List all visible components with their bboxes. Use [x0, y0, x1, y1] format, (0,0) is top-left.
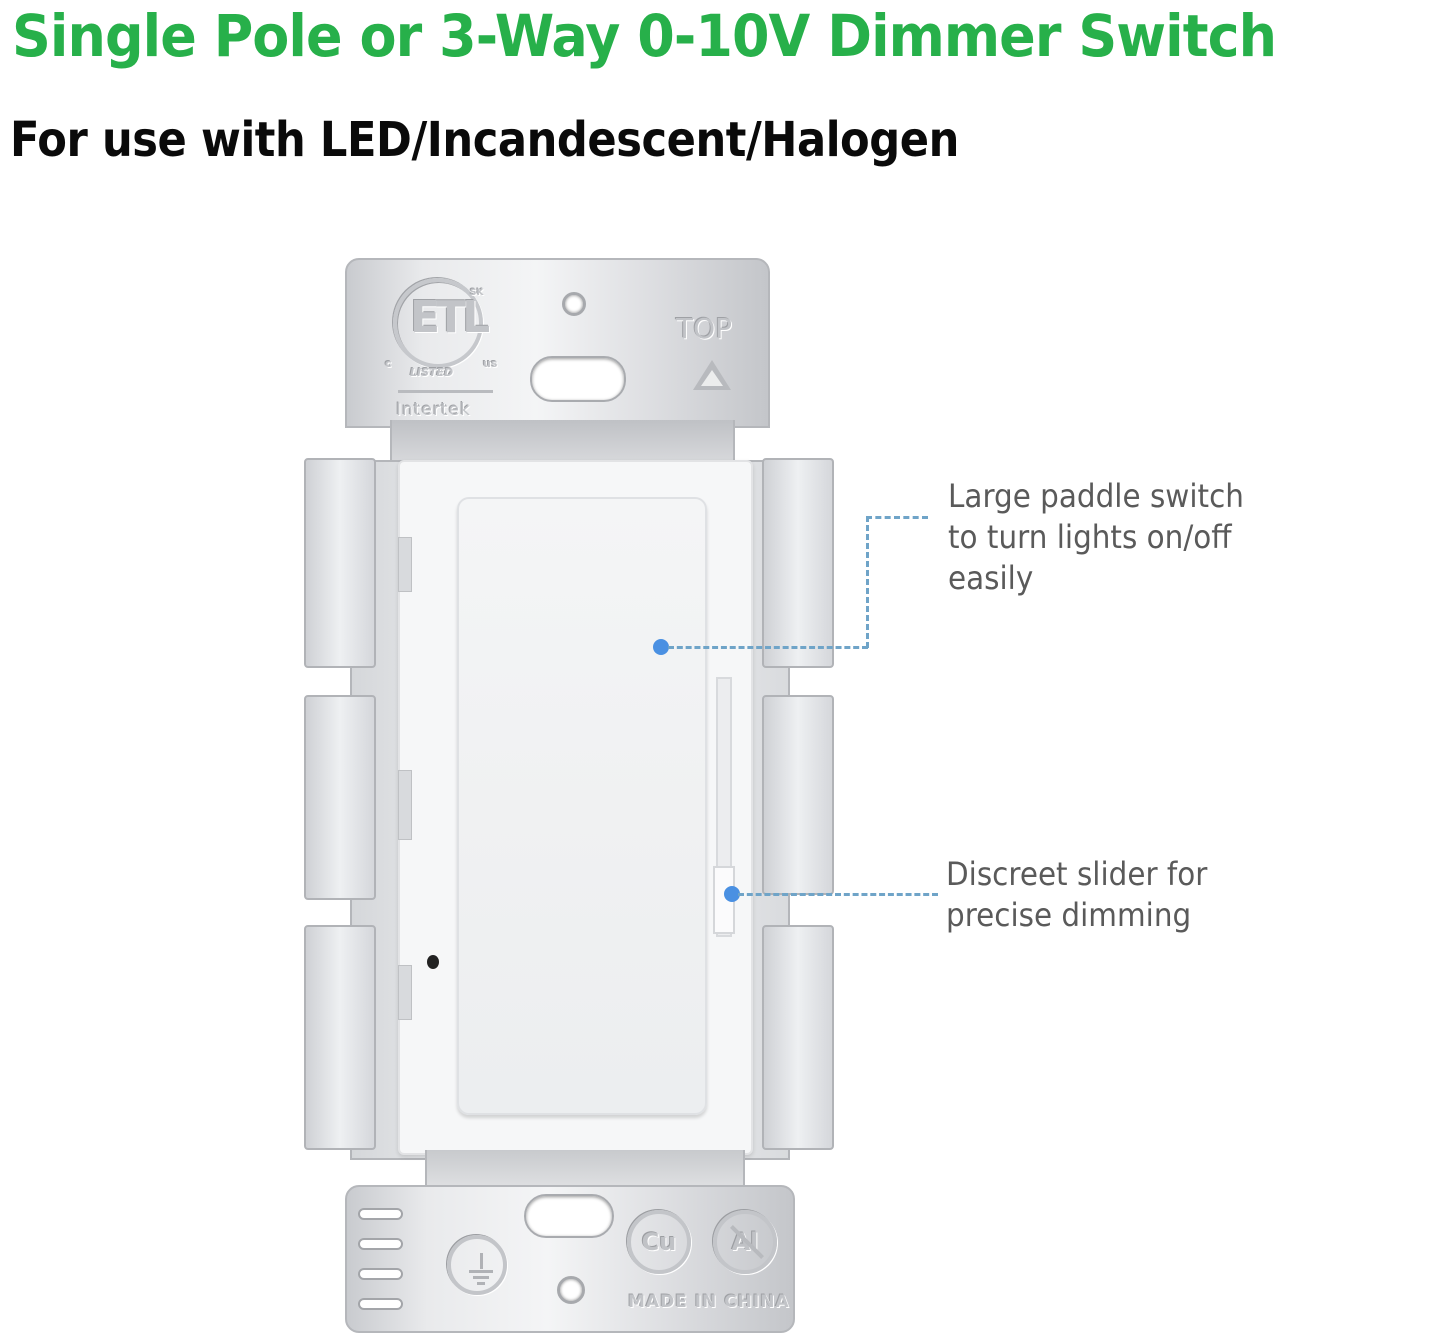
etl-underline [398, 390, 493, 393]
triangle-up-icon [693, 360, 731, 390]
right-plate-lower [762, 925, 834, 1150]
top-screw-hole [562, 292, 586, 316]
top-mounting-slot [530, 356, 626, 402]
top-orientation-label: TOP [676, 312, 733, 345]
wire-clip-rung [358, 1298, 403, 1310]
copper-wire-icon: Cu [627, 1210, 691, 1274]
callout-line [866, 516, 928, 519]
page-title: Single Pole or 3-Way 0-10V Dimmer Switch [12, 2, 1277, 70]
callout-text-paddle: Large paddle switch to turn lights on/of… [948, 477, 1244, 597]
no-aluminum-icon: Al [713, 1210, 777, 1274]
callout-text-slider: Discreet slider for precise dimming [946, 855, 1208, 934]
etl-c-label: c [385, 357, 392, 370]
etl-us-label: us [483, 357, 498, 370]
callout-dot-paddle [653, 639, 669, 655]
wire-clip-rung [358, 1238, 403, 1250]
body-notch [398, 965, 412, 1020]
copper-label: Cu [641, 1228, 677, 1256]
paddle-switch[interactable] [457, 497, 707, 1115]
left-plate-lower [304, 925, 376, 1150]
etl-listed-label: LISTED [410, 366, 454, 379]
etl-sk-label: SK [470, 288, 484, 298]
body-notch [398, 537, 412, 592]
body-notch [398, 770, 412, 840]
right-plate-upper [762, 458, 834, 668]
left-plate-middle [304, 695, 376, 900]
right-plate-middle [762, 695, 834, 895]
callout-dot-slider [724, 886, 740, 902]
ground-icon [447, 1235, 507, 1295]
wire-clip-rung [358, 1208, 403, 1220]
etl-mark: ETL [410, 292, 490, 343]
indicator-led [427, 955, 439, 969]
wire-clip-rung [358, 1268, 403, 1280]
top-strap-neck [390, 420, 735, 465]
intertek-label: Intertek [396, 400, 471, 420]
callout-line [738, 893, 938, 896]
callout-line [668, 646, 868, 649]
bottom-mounting-slot [524, 1194, 614, 1238]
left-plate-upper [304, 458, 376, 668]
bottom-screw-hole [557, 1276, 585, 1304]
etl-certification-icon [393, 278, 483, 368]
made-in-china-label: MADE IN CHINA [628, 1292, 790, 1312]
page-subtitle: For use with LED/Incandescent/Halogen [10, 112, 959, 168]
callout-line [866, 516, 869, 648]
